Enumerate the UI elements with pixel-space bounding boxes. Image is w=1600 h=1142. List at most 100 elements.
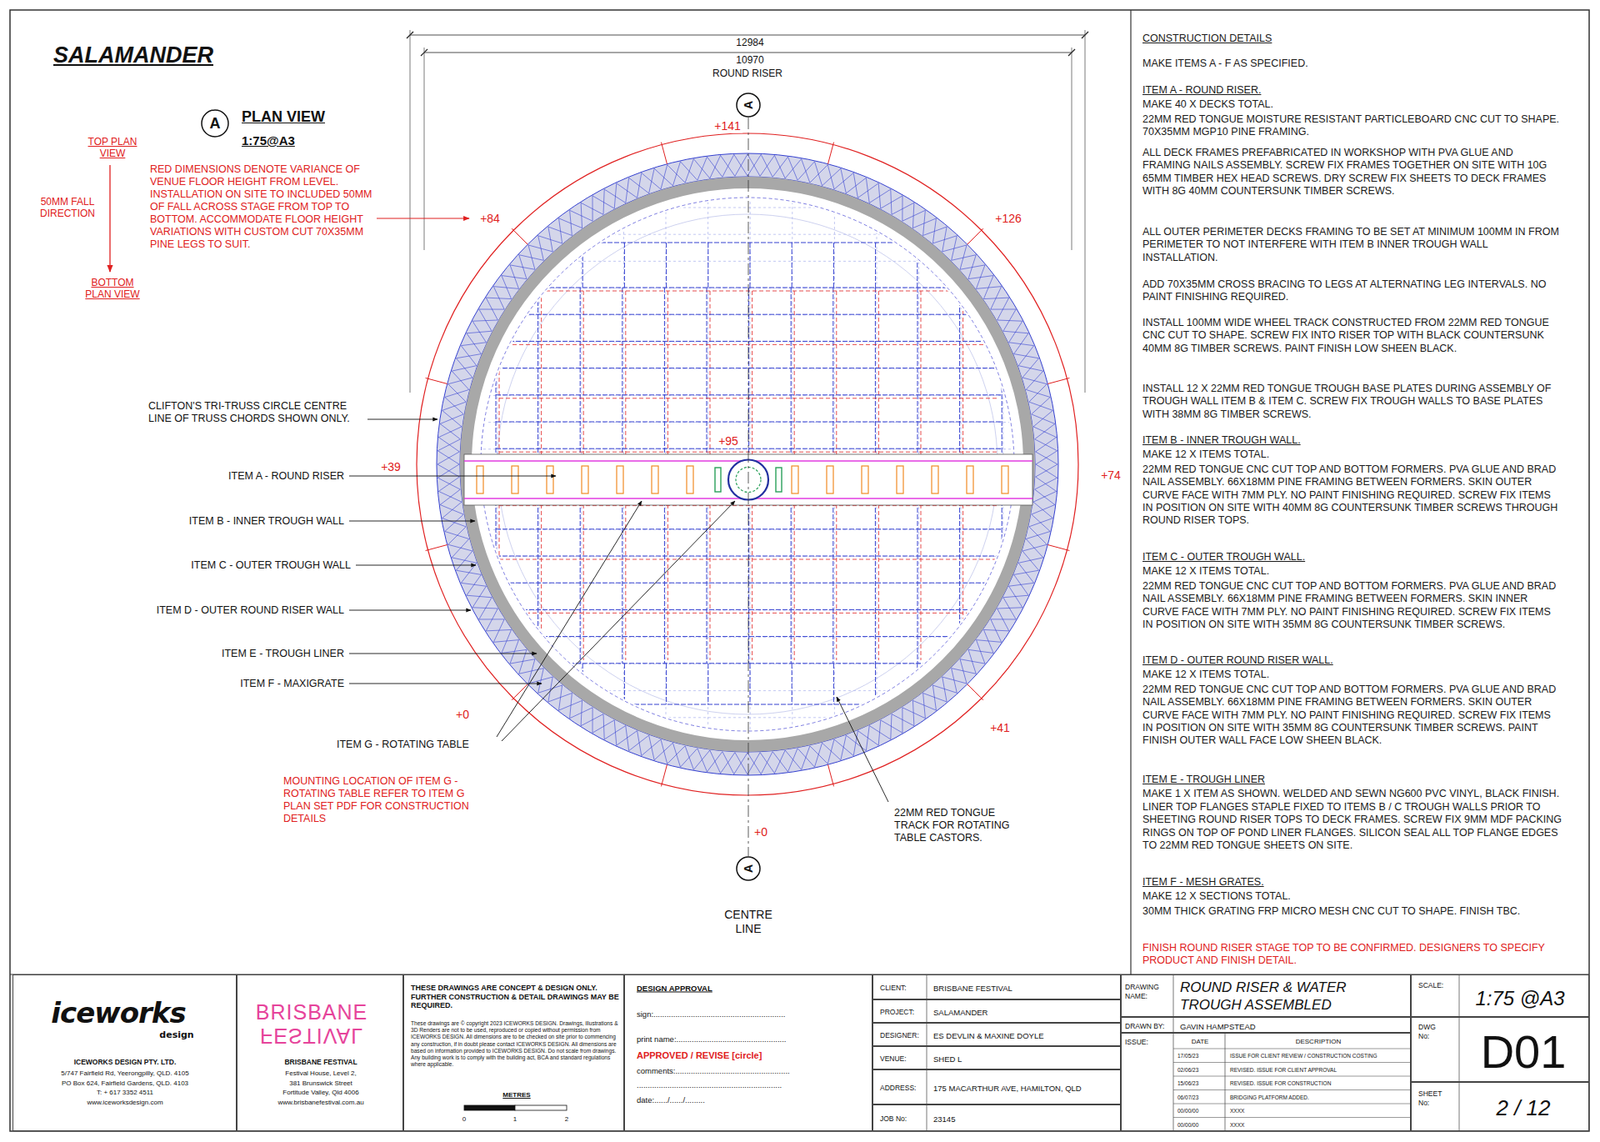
centre-line-label: CENTRE LINE: [715, 907, 782, 936]
extension-line: [1071, 47, 1073, 250]
truss-web: [437, 464, 460, 477]
truss-web: [932, 685, 936, 710]
truss-web: [891, 202, 915, 215]
construction-note: 30MM THICK GRATING FRP MICRO MESH CNC CU…: [1142, 905, 1564, 918]
construction-heading: ITEM F - MESH GRATES.: [1142, 875, 1564, 889]
truss-web: [815, 742, 823, 767]
truss-web: [960, 659, 967, 684]
company-logo-block: iceworksdesignICEWORKS DESIGN PTY. LTD.5…: [12, 974, 237, 1131]
grid-line: [433, 636, 1067, 638]
address-line: 5/747 Fairfield Rd, Yeerongpilly, QLD. 4…: [60, 1069, 189, 1078]
deck-joist: [499, 612, 999, 614]
truss-web: [637, 172, 642, 198]
truss-post: [546, 465, 554, 494]
truss-web: [1029, 401, 1054, 410]
truss-web: [437, 450, 460, 465]
level-tick: [660, 764, 667, 786]
truss-web: [1025, 389, 1050, 397]
construction-note: ALL OUTER PERIMETER DECKS FRAMING TO BE …: [1142, 225, 1564, 265]
truss-web: [772, 156, 788, 177]
truss-web: [706, 751, 722, 772]
truss-web: [510, 265, 519, 289]
truss-web: [976, 286, 1002, 290]
truss-web: [734, 752, 748, 775]
section-marker: A: [735, 92, 761, 118]
truss-web: [616, 730, 638, 745]
truss-web: [1009, 342, 1035, 346]
truss-web: [614, 183, 617, 209]
column-divider: [1130, 10, 1131, 975]
truss-web: [697, 748, 708, 772]
truss-post: [896, 465, 904, 494]
signature-field: print name:.............................…: [636, 1034, 787, 1044]
signature-field: comments:...............................…: [636, 1065, 790, 1075]
client-logo-block: BRISBANEFESTIVALBRISBANE FESTIVALFestiva…: [236, 974, 404, 1131]
truss-web: [747, 154, 761, 176]
truss-web: [685, 745, 694, 770]
truss-web: [455, 570, 481, 575]
truss-web: [485, 297, 498, 320]
deck-frame: [495, 609, 1002, 610]
truss-web: [685, 159, 694, 184]
truss-web: [1031, 396, 1050, 414]
truss-web: [519, 668, 545, 675]
table-line: [1173, 974, 1175, 1131]
issue-table: ISSUE:DATEDESCRIPTION17/05/23ISSUE FOR C…: [1120, 1032, 1411, 1131]
truss-web: [442, 501, 462, 518]
truss-web: [667, 165, 685, 184]
truss-web: [735, 154, 748, 176]
truss-web: [501, 649, 527, 653]
truss-web: [997, 297, 1010, 320]
issue-description: REVISED. ISSUE FOR CONSTRUCTION: [1230, 1080, 1331, 1087]
truss-web: [772, 751, 788, 772]
deck-frame: [624, 663, 625, 705]
deck-frame: [791, 663, 793, 705]
truss-web: [660, 165, 668, 190]
truss-web: [923, 693, 926, 719]
truss-web: [485, 629, 511, 630]
truss-web: [834, 172, 854, 190]
level-note: RED DIMENSIONS DENOTE VARIANCE OF VENUE …: [150, 163, 374, 251]
level-variance: +95: [716, 434, 740, 449]
deck-frame: [707, 242, 709, 288]
field-label: JOB No:: [880, 1114, 907, 1123]
issue-description: BRIDGING PLATFORM ADDED.: [1230, 1094, 1310, 1101]
callout: ITEM B - INNER TROUGH WALL: [189, 515, 345, 528]
construction-note: MAKE 12 X ITEMS TOTAL.: [1142, 565, 1564, 578]
disclaimer-text: These drawings are © copyright 2023 ICEW…: [410, 1020, 620, 1068]
grid-line: [455, 191, 456, 742]
truss-post: [826, 465, 834, 494]
title-block-cell: DRAWING NAME:ROUND RISER & WATER TROUGH …: [1120, 974, 1411, 1017]
truss-web: [1035, 476, 1057, 491]
deck-frame: [495, 555, 1002, 557]
address-line: Festival House, Level 2,: [285, 1069, 356, 1078]
leader-line: [355, 565, 476, 566]
level-tick: [1047, 545, 1070, 551]
truss-post: [861, 465, 869, 494]
truss-web: [968, 649, 976, 674]
issue-description: ISSUE FOR CLIENT REVIEW / CONSTRUCTION C…: [1230, 1052, 1377, 1060]
truss-web: [1035, 423, 1055, 439]
truss-post: [686, 465, 694, 494]
truss-web: [901, 195, 903, 221]
view-note: TOP PLAN VIEW: [79, 135, 146, 160]
truss-post: [476, 465, 484, 494]
section-marker: APLAN VIEW1:75@A3: [200, 109, 230, 138]
truss-post: [931, 465, 939, 494]
level-variance: +0: [454, 707, 471, 722]
signature-field: ........................................…: [636, 1080, 782, 1090]
truss-web: [548, 693, 572, 702]
truss-web: [834, 739, 854, 756]
issue-description: XXXX: [1230, 1107, 1245, 1115]
level-variance: +84: [478, 211, 502, 226]
disclaimer-heading: THESE DRAWINGS ARE CONCEPT & DESIGN ONLY…: [410, 983, 620, 1010]
column-header: DATE: [1191, 1037, 1210, 1046]
construction-note: MAKE ITEMS A - F AS SPECIFIED.: [1142, 57, 1564, 70]
grid-line: [433, 260, 1067, 262]
truss-web: [810, 745, 828, 765]
truss-web: [942, 245, 967, 252]
truss-chord: [436, 153, 1059, 775]
truss-web: [822, 168, 841, 186]
truss-web: [912, 218, 936, 229]
callout: ITEM D - OUTER ROUND RISER WALL: [156, 604, 345, 617]
